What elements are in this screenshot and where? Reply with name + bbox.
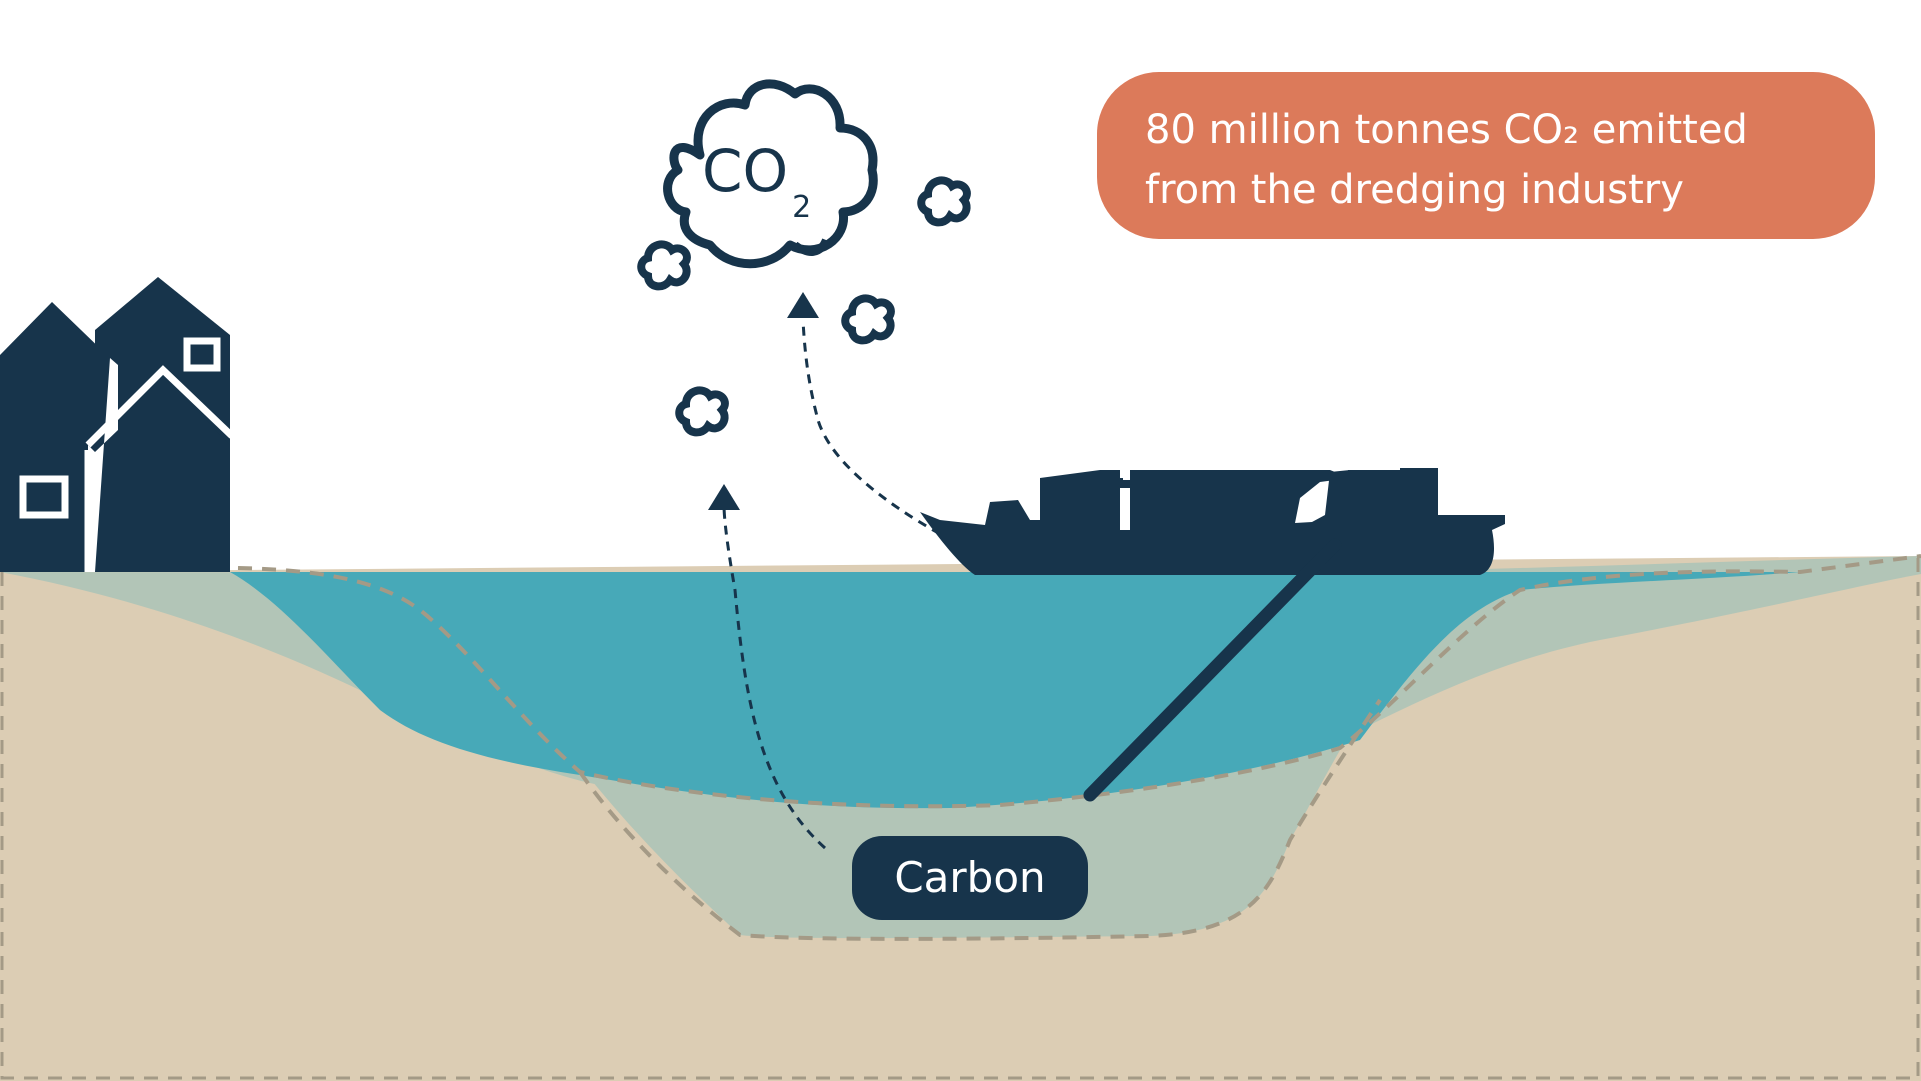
callout-line-2: from the dredging industry <box>1145 167 1684 213</box>
house-icon <box>0 277 235 572</box>
small-cloud-icon <box>841 294 895 345</box>
co2-subscript: 2 <box>792 190 812 225</box>
co2-path-from-ship <box>801 319 941 536</box>
arrow-up-icon <box>708 484 740 510</box>
co2-cloud-label: CO2 <box>702 137 812 225</box>
small-cloud-icon <box>675 386 729 437</box>
dredged-outline <box>578 698 1382 941</box>
co2-path-from-carbon <box>722 504 826 850</box>
cloud-swirl <box>792 238 830 256</box>
small-cloud-icon <box>637 240 691 291</box>
water-body <box>230 572 1800 809</box>
ship-icon <box>920 468 1505 802</box>
arrow-up-icon <box>787 292 819 318</box>
co2-cloud-icon <box>663 79 878 269</box>
carbon-label: Carbon <box>852 836 1088 920</box>
emissions-callout: 80 million tonnes CO₂ emitted from the d… <box>1097 72 1875 239</box>
small-cloud-icon <box>917 176 971 227</box>
original-seabed-outline <box>237 554 1921 809</box>
callout-line-1: 80 million tonnes CO₂ emitted <box>1145 107 1748 153</box>
frame-outline <box>0 556 1920 1080</box>
